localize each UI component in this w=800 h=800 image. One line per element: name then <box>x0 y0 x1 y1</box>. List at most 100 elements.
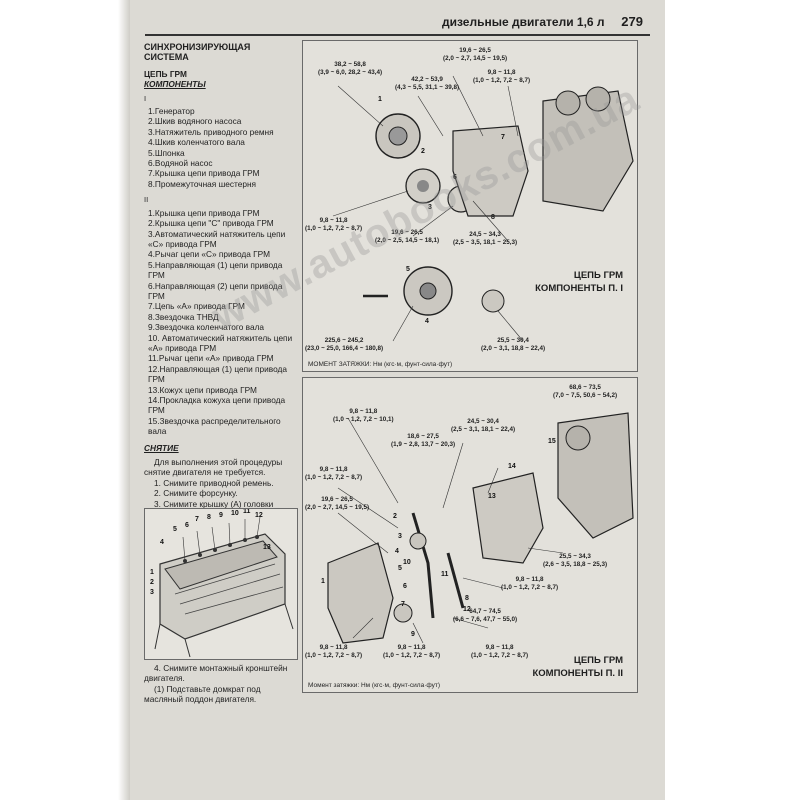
figure2-footer: Момент затяжки: Нм (кгс·м, фунт-сила·фут… <box>308 682 441 689</box>
callout-number: 3 <box>150 589 154 596</box>
component-item: 8.Звездочка ТНВД <box>148 311 219 322</box>
left-bottom-text: 4. Снимите монтажный кронштейн двигателя… <box>144 663 296 705</box>
component-item: 14.Прокладка кожуха цепи привода ГРМ <box>148 395 286 416</box>
component-item: 2.Шкив водяного насоса <box>148 116 242 127</box>
torque-label: 38,2 ~ 58,8(3,9 ~ 6,0, 28,2 ~ 43,4) <box>318 61 383 76</box>
components-heading: КОМПОНЕНТЫ <box>144 79 206 90</box>
component-item: 3.Натяжитель приводного ремня <box>148 126 274 137</box>
removal-step: 2. Снимите форсунку. <box>154 488 238 499</box>
section-title: СИНХРОНИЗИРУЮЩАЯ СИСТЕМА <box>144 42 251 63</box>
callout-number: 6 <box>185 522 189 529</box>
callout-number: 1 <box>378 96 382 103</box>
callout-number: 7 <box>401 601 405 608</box>
callout-number: 1 <box>150 569 154 576</box>
torque-label: 9,8 ~ 11,8(1,0 ~ 1,2, 7,2 ~ 8,7) <box>473 69 531 84</box>
torque-label: 9,8 ~ 11,8(1,0 ~ 1,2, 7,2 ~ 10,1) <box>333 408 394 423</box>
callout-number: 2 <box>150 579 154 586</box>
component-item: 2.Крышка цепи "С" привода ГРМ <box>148 218 274 229</box>
callout-number: 2 <box>393 513 397 520</box>
component-item: 12.Направляющая (1) цепи привода ГРМ <box>148 363 287 385</box>
callout-number: 11 <box>441 571 449 578</box>
callout-number: 1 <box>321 578 325 585</box>
component-item: 6.Направляющая (2) цепи привода ГРМ <box>148 280 283 301</box>
torque-label: 9,8 ~ 11,8(1,0 ~ 1,2, 7,2 ~ 8,7) <box>383 644 441 659</box>
component-item: 7.Крышка цепи привода ГРМ <box>148 168 260 179</box>
torque-label: 9,8 ~ 11,8(1,0 ~ 1,2, 7,2 ~ 8,7) <box>305 217 363 232</box>
callout-number: 5 <box>173 526 177 533</box>
component-item: 6.Водяной насос <box>148 158 213 169</box>
component-item: 5.Направляющая (1) цепи привода ГРМ <box>148 259 283 281</box>
callout-number: 13 <box>488 493 496 500</box>
figure1-drawing: 1 2 3 4 5 6 7 8 <box>332 75 634 342</box>
component-item: 11.Рычаг цепи «А» привода ГРМ <box>148 353 274 364</box>
callout-number: 14 <box>508 463 516 470</box>
component-item: 1.Крышка цепи привода ГРМ <box>148 207 260 218</box>
page-margin <box>0 0 130 800</box>
torque-label: 24,5 ~ 30,4(2,5 ~ 3,1, 18,1 ~ 22,4) <box>451 418 516 433</box>
group1-label: I <box>144 93 147 103</box>
step4: 4. Снимите монтажный кронштейн двигателя… <box>144 663 288 684</box>
torque-label: 9,8 ~ 11,8(1,0 ~ 1,2, 7,2 ~ 8,7) <box>305 644 363 659</box>
torque-label: 25,5 ~ 30,4(2,0 ~ 3,1, 18,8 ~ 22,4) <box>481 337 546 352</box>
component-item: 4.Шкив коленчатого вала <box>148 137 245 148</box>
component-item: 3.Автоматический натяжитель цепи «С» при… <box>148 228 286 249</box>
torque-label: 9,8 ~ 11,8(1,0 ~ 1,2, 7,2 ~ 8,7) <box>501 576 559 591</box>
component-item: 5.Шпонка <box>148 147 185 158</box>
callout-number: 7 <box>501 134 505 141</box>
component-item: 8.Промежуточная шестерня <box>148 178 257 189</box>
callout-number: 4 <box>425 318 429 325</box>
callout-number: 3 <box>428 204 432 211</box>
figure1-footer: МОМЕНТ ЗАТЯЖКИ: Нм (кгс·м, фунт-сила·фут… <box>308 361 453 368</box>
torque-label: 42,2 ~ 53,9(4,3 ~ 5,5, 31,1 ~ 39,8) <box>395 76 460 91</box>
callout-number: 11 <box>243 509 251 515</box>
callout-number: 9 <box>219 512 223 519</box>
callout-number: 13 <box>263 544 271 551</box>
callout-number: 4 <box>395 548 399 555</box>
group2-label: II <box>144 195 149 205</box>
component-item: 13.Кожух цепи привода ГРМ <box>148 384 257 395</box>
torque-label: 68,6 ~ 73,5(7,0 ~ 7,5, 50,6 ~ 54,2) <box>553 384 618 399</box>
figure2-caption: ЦЕПЬ ГРМ КОМПОНЕНТЫ П. II <box>532 655 623 679</box>
figure1-caption: ЦЕПЬ ГРМ КОМПОНЕНТЫ П. I <box>535 270 623 294</box>
callout-number: 4 <box>160 539 164 546</box>
torque-label: 225,6 ~ 245,2(23,0 ~ 25,0, 166,4 ~ 180,8… <box>305 337 384 352</box>
callout-number: 5 <box>406 266 410 273</box>
callout-number: 8 <box>491 214 495 221</box>
torque-label: 19,6 ~ 26,5(2,0 ~ 2,7, 14,5 ~ 19,5) <box>443 47 508 62</box>
removal-heading: СНЯТИЕ <box>144 442 179 453</box>
callout-number: 12 <box>463 606 471 613</box>
torque-label: 9,8 ~ 11,8(1,0 ~ 1,2, 7,2 ~ 8,7) <box>305 466 363 481</box>
torque-label: 18,6 ~ 27,5(1,9 ~ 2,8, 13,7 ~ 20,3) <box>391 433 456 448</box>
left-column: СИНХРОНИЗИРУЮЩАЯ СИСТЕМА ЦЕПЬ ГРМ КОМПОН… <box>144 42 296 519</box>
component-item: 10. Автоматический натяжитель цепи «А» п… <box>148 332 293 353</box>
callout-number: 5 <box>398 565 402 572</box>
torque-label: 24,5 ~ 34,3(2,5 ~ 3,5, 18,1 ~ 25,3) <box>453 231 518 246</box>
removal-step: 1. Снимите приводной ремень. <box>154 477 274 488</box>
callout-number: 3 <box>398 533 402 540</box>
callout-number: 9 <box>411 631 415 638</box>
subsection-title: ЦЕПЬ ГРМ <box>144 68 187 79</box>
component-item: 9.Звездочка коленчатого вала <box>148 322 265 333</box>
running-title: дизельные двигатели 1,6 л <box>442 15 605 29</box>
step4-sub: (1) Подставьте домкрат под масляный подд… <box>144 683 261 705</box>
component-item: 4.Рычаг цепи «С» привода ГРМ <box>148 249 271 260</box>
callout-number: 6 <box>453 174 457 181</box>
callout-number: 10 <box>231 510 239 517</box>
callout-number: 8 <box>465 595 469 602</box>
callout-number: 10 <box>403 559 411 566</box>
component-item: 1.Генератор <box>148 106 195 117</box>
callout-number: 15 <box>548 438 556 445</box>
callout-number: 2 <box>421 148 425 155</box>
torque-label: 19,6 ~ 26,5(2,0 ~ 2,7, 14,5 ~ 19,5) <box>305 496 370 511</box>
removal-intro: Для выполнения этой процедуры снятие дви… <box>144 457 283 478</box>
page-header: дизельные двигатели 1,6 л 279 <box>130 14 665 36</box>
figure-components-part1: 1 2 3 4 5 6 7 8 38,2 ~ 58,8(3,9 ~ 6,0, 28,2 ~ 4… <box>302 40 638 372</box>
callout-number: 7 <box>195 516 199 523</box>
callout-number: 6 <box>403 583 407 590</box>
